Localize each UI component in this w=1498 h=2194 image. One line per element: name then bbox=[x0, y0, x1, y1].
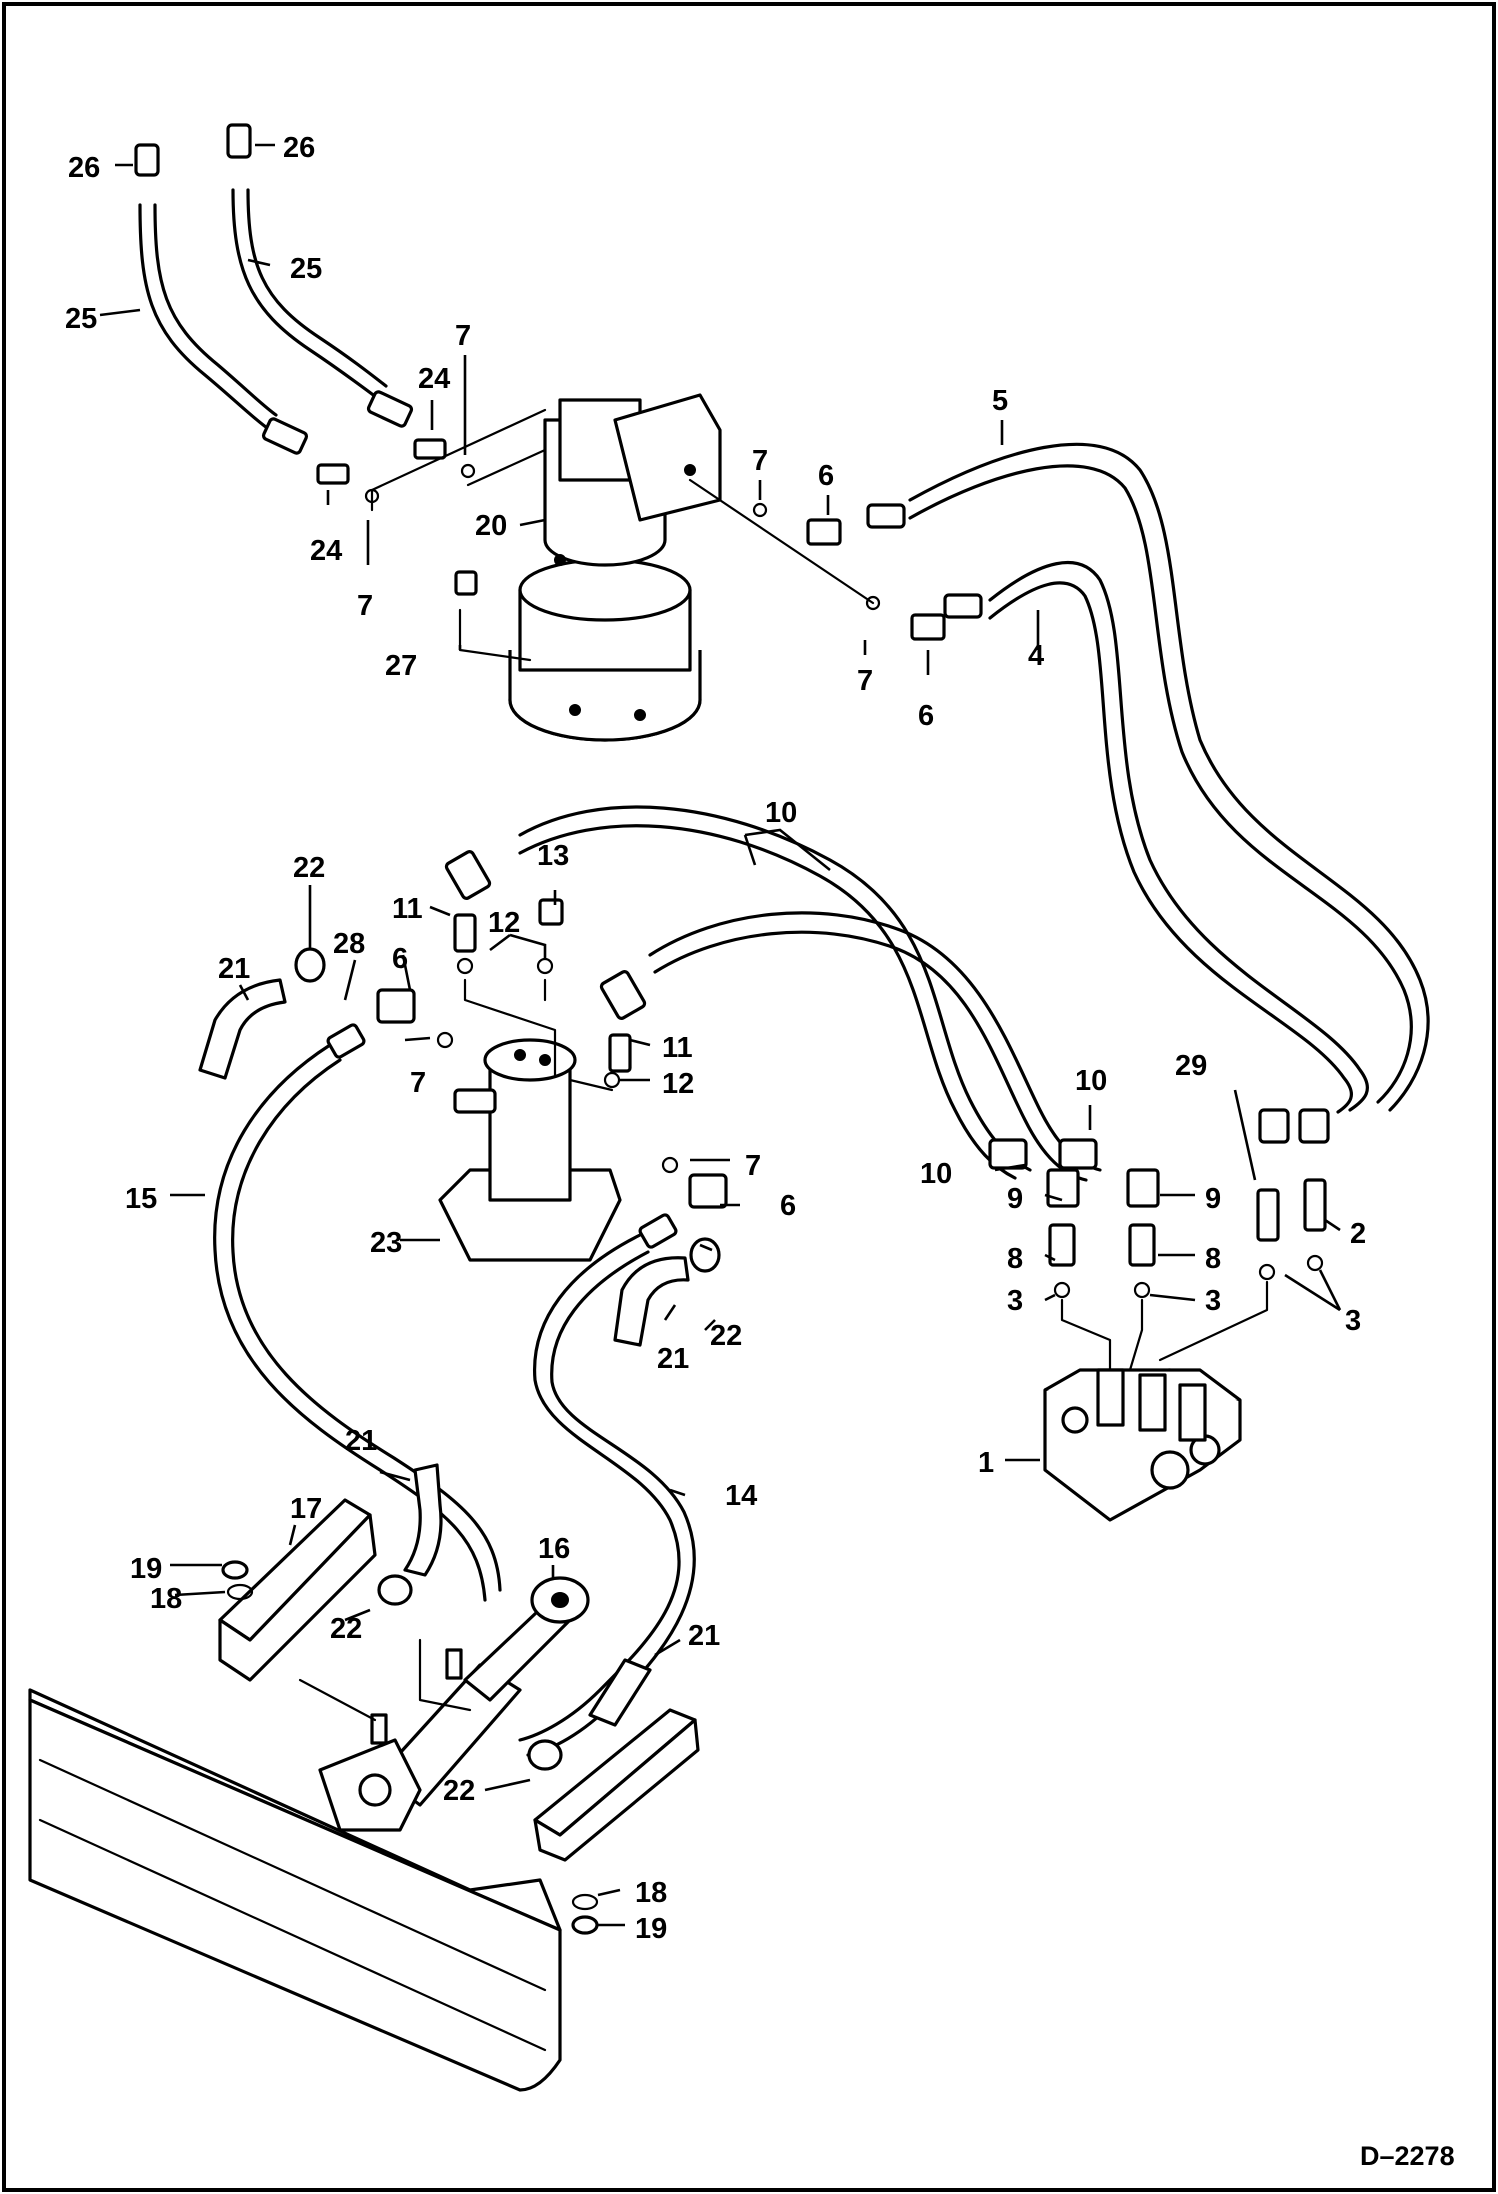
callout-9b: 9 bbox=[1205, 1183, 1221, 1215]
callout-9a: 9 bbox=[1007, 1183, 1023, 1215]
callout-6b: 6 bbox=[918, 700, 934, 732]
callout-22b: 22 bbox=[710, 1320, 742, 1352]
callout-3b: 3 bbox=[1205, 1285, 1221, 1317]
callout-21b: 21 bbox=[657, 1343, 689, 1375]
callout-22a: 22 bbox=[293, 852, 325, 884]
callout-7d: 7 bbox=[857, 665, 873, 697]
callout-25b: 25 bbox=[290, 253, 322, 285]
callout-6d: 6 bbox=[780, 1190, 796, 1222]
callout-29: 29 bbox=[1175, 1050, 1207, 1082]
swing-motor-20 bbox=[508, 393, 722, 742]
callout-7b: 7 bbox=[357, 590, 373, 622]
callout-26a: 26 bbox=[68, 152, 100, 184]
hose-4 bbox=[988, 561, 1369, 1114]
callout-6a: 6 bbox=[818, 460, 834, 492]
callout-21a: 21 bbox=[218, 953, 250, 985]
callout-25a: 25 bbox=[65, 303, 97, 335]
callout-26b: 26 bbox=[283, 132, 315, 164]
callout-14: 14 bbox=[725, 1480, 757, 1512]
callout-7c: 7 bbox=[752, 445, 768, 477]
callout-27: 27 bbox=[385, 650, 417, 682]
callout-15: 15 bbox=[125, 1183, 157, 1215]
swivel-23 bbox=[438, 1038, 622, 1262]
drawing-code: D–2278 bbox=[1360, 2141, 1455, 2171]
short-hoses-21 bbox=[198, 947, 721, 1771]
callout-8a: 8 bbox=[1007, 1243, 1023, 1275]
callout-18b: 18 bbox=[635, 1877, 667, 1909]
blade-hardware bbox=[221, 1560, 599, 1935]
valve-fittings bbox=[988, 1108, 1330, 1299]
callout-10b: 10 bbox=[1075, 1065, 1107, 1097]
callout-18a: 18 bbox=[150, 1583, 182, 1615]
callout-19b: 19 bbox=[635, 1913, 667, 1945]
upper-fittings bbox=[134, 123, 983, 641]
callout-11a: 11 bbox=[392, 893, 423, 925]
callout-24a: 24 bbox=[310, 535, 342, 567]
callout-1: 1 bbox=[978, 1447, 994, 1479]
callout-19a: 19 bbox=[130, 1553, 162, 1585]
callout-21d: 21 bbox=[688, 1620, 720, 1652]
callout-12b: 12 bbox=[662, 1068, 694, 1100]
callout-23: 23 bbox=[370, 1227, 402, 1259]
callout-5: 5 bbox=[992, 385, 1008, 417]
callout-13: 13 bbox=[537, 840, 569, 872]
callout-3a: 3 bbox=[1007, 1285, 1023, 1317]
callout-6c: 6 bbox=[392, 943, 408, 975]
callout-4: 4 bbox=[1028, 640, 1044, 672]
callout-2: 2 bbox=[1350, 1218, 1366, 1250]
hose-25-left bbox=[138, 203, 278, 432]
hose-25-right bbox=[231, 188, 388, 402]
callout-10a: 10 bbox=[765, 797, 797, 829]
callout-24b: 24 bbox=[418, 363, 450, 395]
hose-10-lower bbox=[648, 911, 1102, 1182]
callout-22c: 22 bbox=[330, 1613, 362, 1645]
hose-15 bbox=[213, 1043, 502, 1602]
blade-bracket-right bbox=[533, 1708, 700, 1862]
hose-5 bbox=[908, 442, 1430, 1112]
callout-labels: 26 26 25 25 24 24 7 7 7 7 7 7 20 27 5 4 … bbox=[65, 132, 1455, 2171]
callout-22d: 22 bbox=[443, 1775, 475, 1807]
callout-8b: 8 bbox=[1205, 1243, 1221, 1275]
hoses bbox=[138, 188, 1430, 1757]
dozer-blade bbox=[28, 1688, 562, 2092]
callout-7e: 7 bbox=[410, 1067, 426, 1099]
callout-20: 20 bbox=[475, 510, 507, 542]
hose-10-upper bbox=[518, 805, 1032, 1180]
mid-fittings bbox=[326, 850, 728, 1249]
callout-7f: 7 bbox=[745, 1150, 761, 1182]
callout-10c: 10 bbox=[920, 1158, 952, 1190]
cylinder-16 bbox=[318, 1576, 590, 1832]
callout-12a: 12 bbox=[488, 907, 520, 939]
callout-7a: 7 bbox=[455, 320, 471, 352]
callout-3c: 3 bbox=[1345, 1305, 1361, 1337]
callout-17: 17 bbox=[290, 1493, 322, 1525]
callout-11b: 11 bbox=[662, 1032, 693, 1064]
callout-16: 16 bbox=[538, 1533, 570, 1565]
blade-bracket-17 bbox=[218, 1498, 377, 1682]
callout-28: 28 bbox=[333, 928, 365, 960]
callout-21c: 21 bbox=[345, 1425, 377, 1457]
connection-lines bbox=[298, 408, 1269, 1722]
control-valve-1 bbox=[1043, 1368, 1242, 1522]
leader-lines bbox=[99, 143, 1342, 1927]
